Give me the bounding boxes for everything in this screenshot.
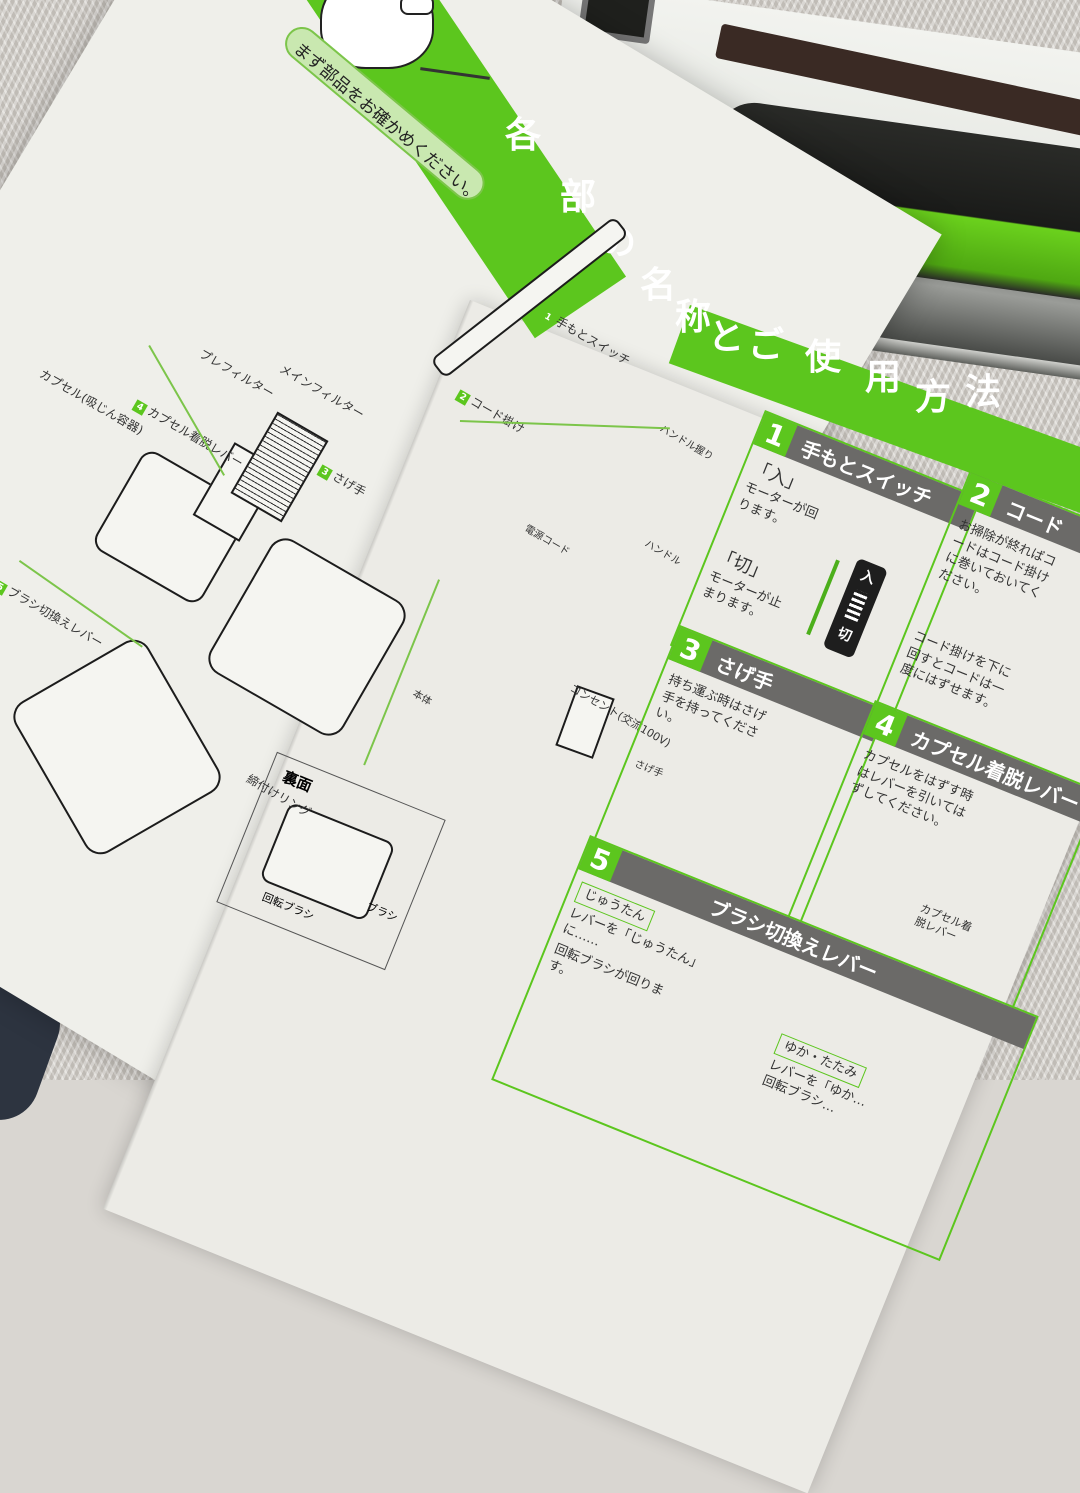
title-char: 使 <box>805 337 842 378</box>
underside-label-brush: ブラシ <box>364 900 400 925</box>
title-char: 称 <box>675 297 712 338</box>
title-char: 法 <box>965 372 1002 413</box>
title-char: 方 <box>915 377 952 418</box>
title-char: 部 <box>560 177 597 218</box>
mascot-beak-icon <box>400 0 434 15</box>
title-char: と <box>708 317 745 358</box>
title-char: ご <box>748 325 785 366</box>
title-char: 用 <box>865 357 902 398</box>
title-char: 名 <box>640 265 677 306</box>
title-char: 各 <box>505 115 542 156</box>
step-body-floor: ゆか・たたみ レバーを「ゆか… 回転ブラシ… <box>759 1033 920 1144</box>
